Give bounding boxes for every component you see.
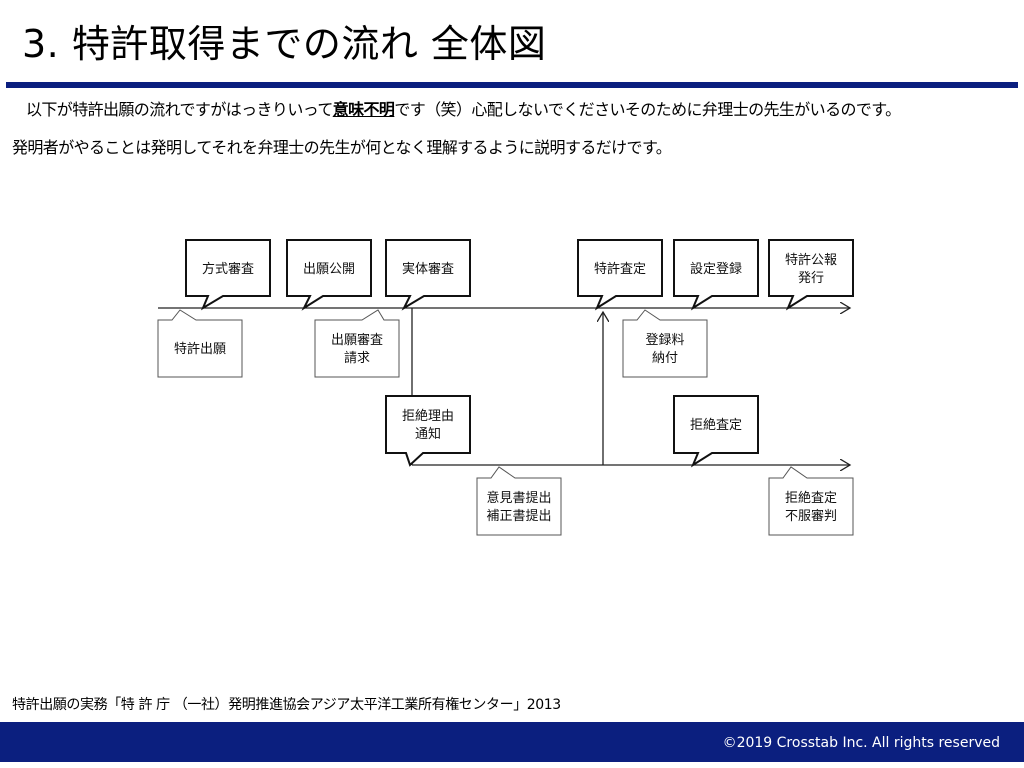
svg-text:拒絶理由: 拒絶理由 xyxy=(402,408,454,424)
box-label: 特許査定 xyxy=(594,262,646,277)
box-torokuryo-nofu: 登録料 納付 xyxy=(622,309,708,378)
footer-bar: ©2019 Crosstab Inc. All rights reserved xyxy=(0,722,1024,762)
intro-line-2: 発明者がやることは発明してそれを弁理士の先生が何となく理解するように説明するだけ… xyxy=(12,138,672,157)
box-label: 拒絶査定 xyxy=(690,417,742,433)
svg-text:不服審判: 不服審判 xyxy=(785,509,837,524)
intro-text: 以下が特許出願の流れですがはっきりいって xyxy=(26,100,333,119)
box-label: 不服審判 xyxy=(785,509,837,524)
box-kyozetsu-satei: 拒絶査定 xyxy=(673,395,759,468)
svg-text:納付: 納付 xyxy=(652,351,678,366)
box-label: 補正書提出 xyxy=(486,508,551,524)
svg-text:特許査定: 特許査定 xyxy=(594,262,646,277)
emphasis-text: 意味不明 xyxy=(332,100,395,119)
box-label: 方式審査 xyxy=(202,261,254,277)
svg-text:方式審査: 方式審査 xyxy=(202,261,254,277)
intro-line-1: 以下が特許出願の流れですがはっきりいって意味不明です（笑）心配しないでくださいそ… xyxy=(26,99,901,121)
box-label: 納付 xyxy=(652,351,678,366)
box-houshiki-shinsa: 方式審査 xyxy=(185,239,271,311)
svg-text:実体審査: 実体審査 xyxy=(402,261,454,277)
box-label: 特許公報 xyxy=(785,253,837,268)
box-tokkyo-shutsugan: 特許出願 xyxy=(157,309,243,378)
copyright-text: ©2019 Crosstab Inc. All rights reserved xyxy=(722,735,1000,751)
box-label: 登録料 xyxy=(645,333,684,348)
svg-text:拒絶査定: 拒絶査定 xyxy=(785,490,837,506)
box-label: 拒絶査定 xyxy=(785,490,837,506)
intro-text: です（笑）心配しないでくださいそのために弁理士の先生がいるのです。 xyxy=(394,100,901,119)
title-underline xyxy=(6,82,1018,88)
box-label: 設定登録 xyxy=(690,261,742,277)
svg-text:発行: 発行 xyxy=(798,271,824,286)
box-label: 請求 xyxy=(344,351,370,366)
box-label: 出願公開 xyxy=(303,262,355,277)
source-citation: 特許出願の実務「特 許 庁 （一社）発明推進協会アジア太平洋工業所有権センター」… xyxy=(12,697,561,713)
box-label: 通知 xyxy=(415,426,441,442)
box-settei-toroku: 設定登録 xyxy=(673,239,759,311)
box-tokkyo-koho: 特許公報 発行 xyxy=(768,239,854,311)
box-label: 拒絶理由 xyxy=(402,408,454,424)
box-fufuku-shinpan: 拒絶査定 不服審判 xyxy=(768,466,854,536)
box-label: 特許出願 xyxy=(174,342,226,357)
svg-text:意見書提出: 意見書提出 xyxy=(486,490,551,506)
svg-text:特許出願: 特許出願 xyxy=(174,342,226,357)
box-label: 意見書提出 xyxy=(486,490,551,506)
patent-flow-diagram: 方式審査 出願公開 実体審査 特許査定 設定登録 特許公報 発行 特許出願 出願… xyxy=(157,239,854,536)
box-jittai-shinsa: 実体審査 xyxy=(385,239,471,311)
box-shutsugan-shinsa-seikyu: 出願審査 請求 xyxy=(314,309,400,378)
svg-text:登録料: 登録料 xyxy=(645,333,684,348)
svg-text:設定登録: 設定登録 xyxy=(690,261,742,277)
box-tokkyo-satei: 特許査定 xyxy=(577,239,663,311)
page-title: 3. 特許取得までの流れ 全体図 xyxy=(22,22,547,66)
svg-text:拒絶査定: 拒絶査定 xyxy=(690,417,742,433)
box-ikensho-hoseisho: 意見書提出 補正書提出 xyxy=(476,466,562,536)
svg-text:出願公開: 出願公開 xyxy=(303,262,355,277)
box-label: 出願審査 xyxy=(331,333,383,348)
svg-text:通知: 通知 xyxy=(415,426,441,442)
svg-text:請求: 請求 xyxy=(344,351,370,366)
svg-text:補正書提出: 補正書提出 xyxy=(486,508,551,524)
svg-text:特許公報: 特許公報 xyxy=(785,253,837,268)
box-label: 実体審査 xyxy=(402,261,454,277)
svg-text:出願審査: 出願審査 xyxy=(331,333,383,348)
box-kyozetsu-riyu-tsuchi: 拒絶理由 通知 xyxy=(385,395,471,467)
box-label: 発行 xyxy=(798,271,824,286)
box-shutsugan-kokai: 出願公開 xyxy=(286,239,372,311)
